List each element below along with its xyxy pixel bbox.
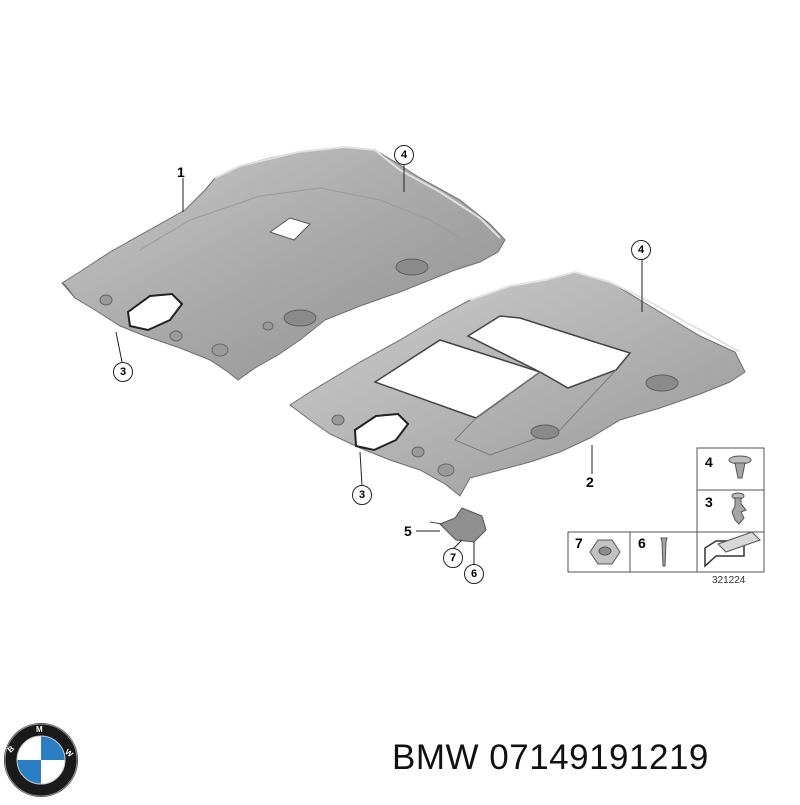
svg-text:W: W [63, 747, 75, 759]
bmw-roundel-logo: B M W [4, 723, 78, 797]
leader-lines [115, 163, 643, 566]
callout-6: 6 [464, 564, 484, 584]
callout-5: 5 [404, 523, 412, 539]
headliner-standard [61, 145, 506, 381]
headliner-sunroof [289, 270, 746, 497]
diagram-number: 321224 [712, 575, 746, 586]
callout-3-lower: 3 [352, 485, 372, 505]
callout-7: 7 [443, 548, 463, 568]
svg-text:M: M [36, 725, 43, 734]
legend-label-7: 7 [575, 535, 583, 551]
svg-text:B: B [6, 744, 16, 755]
callout-3-upper: 3 [113, 362, 133, 382]
bracket-part [429, 507, 487, 543]
part-number-caption: BMW 07149191219 [392, 738, 709, 777]
callout-1: 1 [177, 164, 185, 180]
legend-label-3: 3 [705, 494, 713, 510]
parts-legend-box [567, 447, 765, 573]
callout-2: 2 [586, 474, 594, 490]
legend-label-6: 6 [638, 535, 646, 551]
callout-4-upper: 4 [394, 145, 414, 165]
legend-label-4: 4 [705, 454, 713, 470]
callout-4-lower: 4 [631, 240, 651, 260]
